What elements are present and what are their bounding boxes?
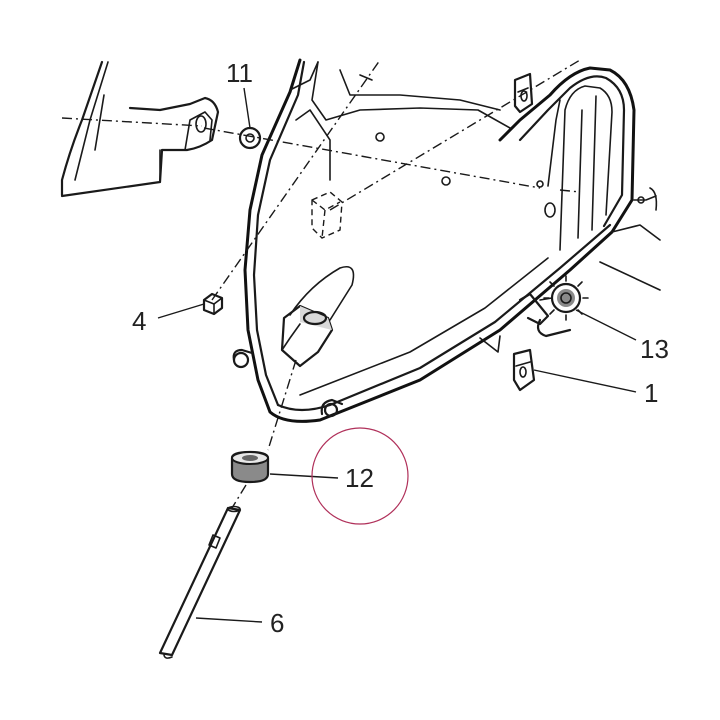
bushing-12 [230,450,270,484]
callout-11: 11 [226,58,253,88]
pin-6 [158,505,242,659]
leader-lines [157,87,637,623]
highlight-circle [311,427,409,525]
washer-11 [238,126,262,150]
assembly-lines [61,59,581,509]
callout-4: 4 [132,306,146,336]
nut-4 [202,292,224,316]
gear-grommet-13 [539,275,589,321]
callout-6: 6 [270,608,284,638]
clip-nut-top [513,72,534,114]
clip-nut-1 [512,348,536,392]
callout-12: 12 [345,463,374,493]
callout-1: 1 [644,378,658,408]
left-bracket [60,60,220,198]
callout-13: 13 [640,334,669,364]
mounting-boss [280,266,355,368]
dashed-locator-box [311,191,343,239]
main-fairing-panel [232,58,661,423]
